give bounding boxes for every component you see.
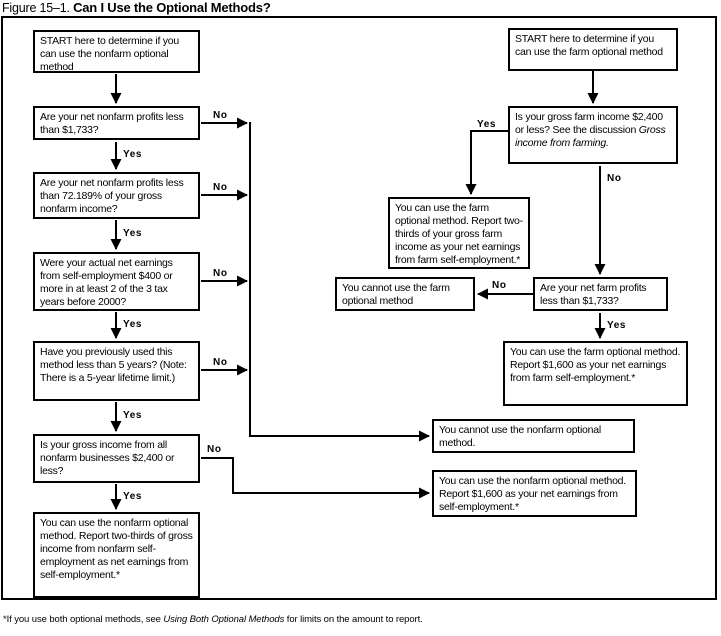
figure-title-text: Can I Use the Optional Methods? bbox=[73, 0, 271, 15]
edge-label-yes: Yes bbox=[123, 410, 143, 421]
node-farm-result-1600: You can use the farm optional method. Re… bbox=[503, 341, 688, 406]
edge-label-yes: Yes bbox=[123, 491, 143, 502]
farm-gross-income-question-italic: Gross income from farming. bbox=[515, 124, 666, 149]
node-nonfarm-prior-use-question: Have you previously used this method les… bbox=[33, 341, 200, 401]
footnote-italic: Using Both Optional Methods bbox=[163, 614, 285, 625]
node-nonfarm-start: START here to determine if you can use t… bbox=[33, 30, 200, 73]
node-nonfarm-gross-income-question: Is your gross income from all nonfarm bu… bbox=[33, 434, 200, 483]
node-farm-start: START here to determine if you can use t… bbox=[508, 28, 678, 71]
node-nonfarm-percent-question: Are your net nonfarm profits less than 7… bbox=[33, 172, 200, 219]
edge-label-no: No bbox=[607, 173, 622, 184]
node-nonfarm-result-two-thirds: You can use the nonfarm optional method.… bbox=[33, 512, 200, 598]
edge-label-yes: Yes bbox=[123, 149, 143, 160]
edge-label-no: No bbox=[213, 357, 228, 368]
node-nonfarm-net-profits-question: Are your net nonfarm profits less than $… bbox=[33, 106, 200, 140]
edge-label-no: No bbox=[213, 182, 228, 193]
node-nonfarm-cannot-use: You cannot use the nonfarm optional meth… bbox=[432, 419, 635, 453]
footnote-prefix: *If you use both optional methods, see bbox=[3, 614, 164, 625]
node-nonfarm-result-1600: You can use the nonfarm optional method.… bbox=[432, 470, 637, 517]
farm-gross-income-question-text: Is your gross farm income $2,400 or less… bbox=[515, 111, 663, 136]
edge-label-yes: Yes bbox=[123, 319, 143, 330]
flowchart-border bbox=[1, 16, 717, 600]
footnote-suffix: for limits on the amount to report. bbox=[284, 614, 423, 625]
edge-label-no: No bbox=[492, 280, 507, 291]
node-nonfarm-actual-net-question: Were your actual net earnings from self-… bbox=[33, 252, 200, 311]
edge-label-no: No bbox=[213, 268, 228, 279]
edge-label-yes: Yes bbox=[477, 119, 497, 130]
edge-label-yes: Yes bbox=[607, 320, 627, 331]
edge-label-no: No bbox=[207, 444, 222, 455]
figure-title: Figure 15–1. Can I Use the Optional Meth… bbox=[2, 0, 271, 15]
edge-label-no: No bbox=[213, 110, 228, 121]
figure-footnote: *If you use both optional methods, see U… bbox=[3, 614, 423, 625]
node-farm-net-profits-question: Are your net farm profits less than $1,7… bbox=[533, 277, 668, 311]
edge-label-yes: Yes bbox=[123, 228, 143, 239]
node-farm-cannot-use: You cannot use the farm optional method bbox=[335, 277, 475, 311]
node-farm-gross-income-question: Is your gross farm income $2,400 or less… bbox=[508, 106, 678, 164]
figure-number: Figure 15–1. bbox=[2, 1, 70, 15]
node-farm-result-two-thirds: You can use the farm optional method. Re… bbox=[388, 197, 530, 269]
